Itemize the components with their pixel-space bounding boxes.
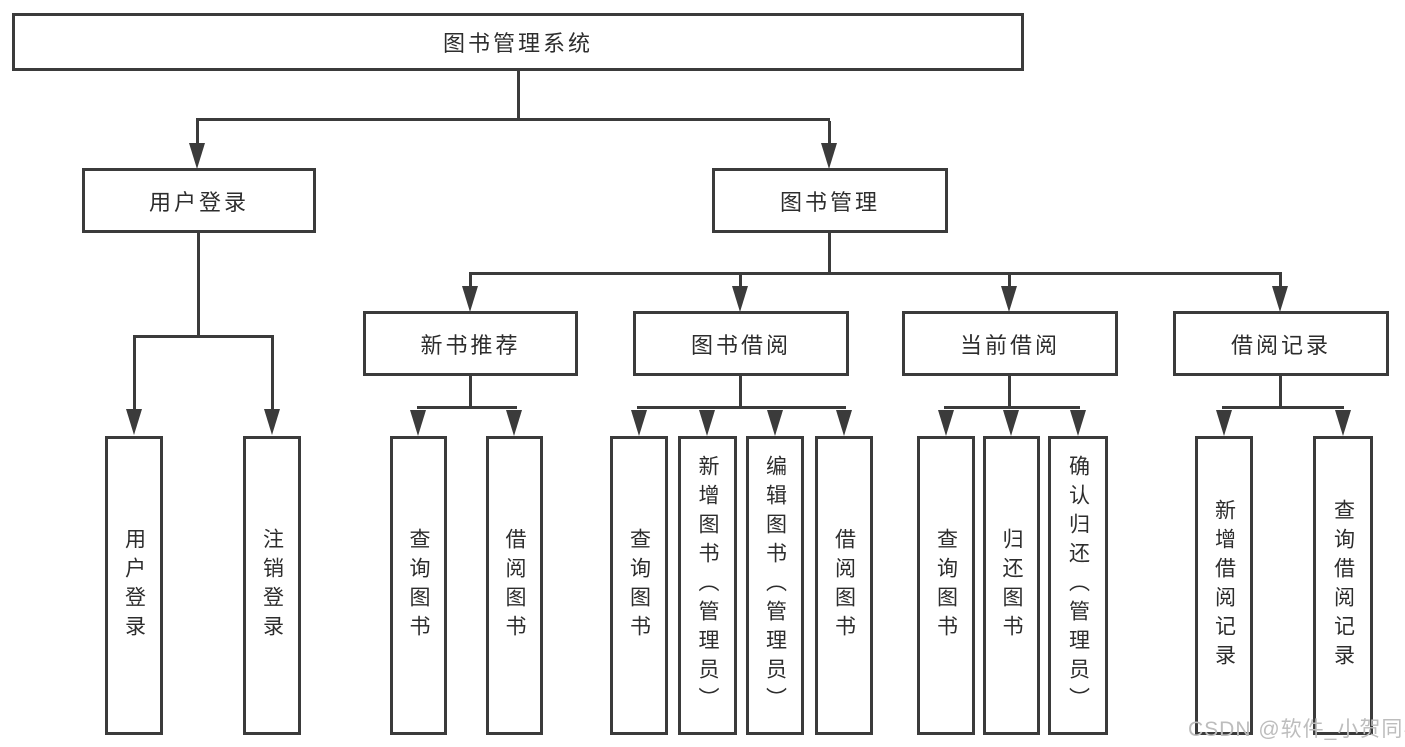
node-label: 编辑图书（管理员） [763,455,787,716]
node-user-login: 用户登录 [82,168,316,233]
arrow-down-icon [410,410,426,436]
leaf-query-books-3: 查询图书 [917,436,975,735]
leaf-logout: 注销登录 [243,436,301,735]
arrow-down-icon [732,286,748,312]
node-label: 注销登录 [260,527,284,644]
node-label: 查询借阅记录 [1331,498,1355,673]
node-label: 新增借阅记录 [1212,498,1236,673]
node-label: 借阅图书 [832,527,856,644]
arrow-down-icon [836,410,852,436]
node-label: 当前借阅 [959,332,1060,358]
node-label: 用户登录 [122,527,146,644]
node-borrowing-records: 借阅记录 [1173,311,1389,376]
node-label: 图书借阅 [690,332,791,358]
node-current-borrowing: 当前借阅 [902,311,1118,376]
connector-line [828,233,831,273]
connector-line [417,406,517,409]
arrow-down-icon [631,410,647,436]
node-label: 图书管理 [779,189,880,215]
node-book-management: 图书管理 [712,168,948,233]
arrow-down-icon [506,410,522,436]
connector-line [196,121,199,145]
leaf-query-borrow-record: 查询借阅记录 [1313,436,1373,735]
arrow-down-icon [462,286,478,312]
connector-line [197,233,200,336]
leaf-return-book: 归还图书 [983,436,1040,735]
arrow-down-icon [1070,410,1086,436]
connector-line [271,338,274,410]
connector-line [133,335,274,338]
arrow-down-icon [699,410,715,436]
connector-line [133,338,136,410]
arrow-down-icon [1216,410,1232,436]
node-label: 用户登录 [148,189,249,215]
node-new-book-recommend: 新书推荐 [363,311,578,376]
leaf-borrow-books-1: 借阅图书 [486,436,543,735]
connector-line [1008,275,1011,288]
watermark: CSDN @软件_小贺同学 [1188,718,1405,741]
arrow-down-icon [1335,410,1351,436]
connector-line [517,71,520,119]
leaf-borrow-books-2: 借阅图书 [815,436,873,735]
connector-line [1279,376,1282,408]
connector-line [739,275,742,288]
node-label: 新增图书（管理员） [696,455,719,716]
node-label: 借阅图书 [503,527,526,644]
connector-line [828,121,831,145]
arrow-down-icon [1003,410,1019,436]
leaf-query-books-1: 查询图书 [390,436,447,735]
connector-line [1279,275,1282,288]
arrow-down-icon [126,409,142,435]
node-label: 新书推荐 [420,332,521,358]
connector-line [637,406,846,409]
arrow-down-icon [821,143,837,169]
arrow-down-icon [1001,286,1017,312]
connector-line [469,376,472,408]
connector-line [469,272,1282,275]
node-label: 归还图书 [1000,527,1023,644]
connector-line [739,376,742,408]
node-root: 图书管理系统 [12,13,1024,71]
node-label: 图书管理系统 [442,31,593,56]
arrow-down-icon [767,410,783,436]
node-label: 查询图书 [407,527,430,644]
leaf-add-book-admin: 新增图书（管理员） [678,436,737,735]
connector-line [196,118,830,121]
leaf-edit-book-admin: 编辑图书（管理员） [746,436,804,735]
connector-line [1222,406,1344,409]
arrow-down-icon [1272,286,1288,312]
connector-line [944,406,1080,409]
connector-line [469,275,472,288]
arrow-down-icon [938,410,954,436]
node-label: 确认归还（管理员） [1066,455,1090,716]
leaf-confirm-return-admin: 确认归还（管理员） [1048,436,1108,735]
leaf-add-borrow-record: 新增借阅记录 [1195,436,1253,735]
node-book-borrowing: 图书借阅 [633,311,849,376]
node-label: 查询图书 [627,527,651,644]
connector-line [1008,376,1011,408]
node-label: 查询图书 [934,527,958,644]
arrow-down-icon [189,143,205,169]
node-label: 借阅记录 [1230,332,1331,358]
leaf-query-books-2: 查询图书 [610,436,668,735]
arrow-down-icon [264,409,280,435]
leaf-user-login: 用户登录 [105,436,163,735]
